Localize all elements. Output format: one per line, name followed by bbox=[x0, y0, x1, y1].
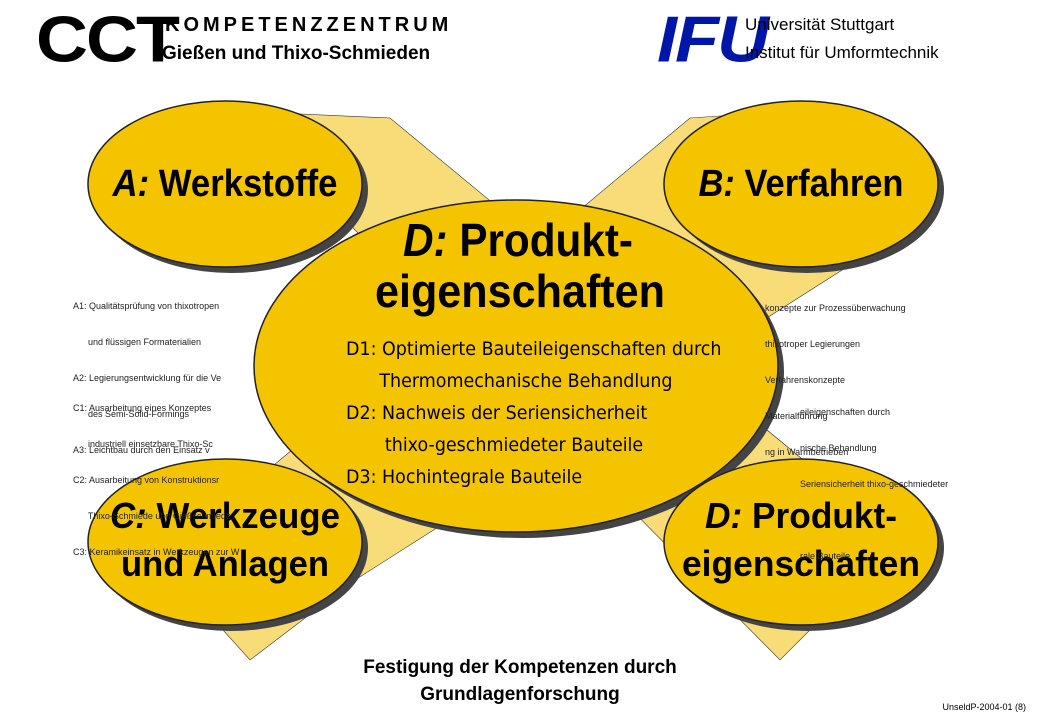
list-item: C3: Keramikeinsatz in Werkzeugen zur W bbox=[73, 547, 240, 557]
list-item: thixotroper Legierungen bbox=[765, 339, 861, 349]
ellipse-c-title-1: C: Werkzeuge bbox=[110, 495, 340, 536]
university-name: Universität Stuttgart bbox=[745, 15, 895, 34]
ellipse-c-title-2: und Anlagen bbox=[121, 543, 329, 584]
list-item: C1: Ausarbeitung eines Konzeptes bbox=[73, 403, 212, 413]
center-detail-3: D2: Nachweis der Seriensicherheit bbox=[346, 402, 648, 424]
center-title-1: D: Produkt- bbox=[403, 214, 633, 266]
list-item: A1: Qualitätsprüfung von thixotropen bbox=[73, 301, 220, 311]
ellipse-a bbox=[87, 100, 363, 268]
ellipse-c bbox=[87, 458, 363, 626]
ifu-logo: IFU bbox=[657, 4, 769, 77]
list-item: industriell einsetzbare Thixo-Sc bbox=[73, 439, 213, 449]
list-item: A3: Leichtbau durch den Einsatz v bbox=[73, 445, 210, 455]
list-item: Seriensicherheit thixo-geschmiedeter bbox=[800, 479, 949, 489]
list-d: eileigenschaften durch nische Behandlung… bbox=[800, 382, 948, 574]
list-item: des Semi-Solid-Formings bbox=[73, 409, 190, 419]
ellipse-d-title-1: D: Produkt- bbox=[705, 495, 897, 536]
ellipse-b-title: B: Verfahren bbox=[699, 163, 904, 205]
list-item: Materialführung bbox=[765, 411, 828, 421]
footer-line-1: Festigung der Kompetenzen durch bbox=[363, 657, 677, 678]
ellipse-d-title-2: eigenschaften bbox=[682, 543, 920, 584]
ellipse-d bbox=[663, 458, 939, 626]
list-b: konzepte zur Prozessüberwachung thixotro… bbox=[765, 278, 906, 470]
center-detail-2: Thermomechanische Behandlung bbox=[346, 370, 673, 392]
ellipse-a-title: A: Werkstoffe bbox=[112, 163, 338, 205]
center-title: KOMPETENZZENTRUM bbox=[165, 14, 453, 36]
list-item: A2: Legierungsentwicklung für die Ve bbox=[73, 373, 222, 383]
list-item: C2: Ausarbeitung von Konstruktionsr bbox=[73, 475, 220, 485]
slide-reference: UnseldP-2004-01 (8) bbox=[942, 702, 1026, 712]
ellipse-b bbox=[663, 100, 939, 268]
ellipse-center bbox=[253, 199, 779, 533]
list-item: rale Bauteile bbox=[800, 551, 851, 561]
cct-logo: CCT bbox=[36, 4, 180, 77]
center-detail-4: thixo-geschmiedeter Bauteile bbox=[346, 434, 644, 456]
center-title-2: eigenschaften bbox=[375, 265, 665, 317]
list-item: Verfahrenskonzepte bbox=[765, 375, 846, 385]
list-item: Thixo-Schmiede und Gießschmiede bbox=[73, 511, 231, 521]
list-a: A1: Qualitätsprüfung von thixotropen und… bbox=[73, 276, 221, 468]
list-item: nische Behandlung bbox=[800, 443, 877, 453]
list-item bbox=[800, 514, 948, 526]
list-item: eileigenschaften durch bbox=[800, 407, 891, 417]
center-detail-1: D1: Optimierte Bauteileigenschaften durc… bbox=[346, 338, 722, 360]
institute-name: Institut für Umformtechnik bbox=[745, 43, 939, 62]
list-item: konzepte zur Prozessüberwachung bbox=[765, 303, 906, 313]
list-item: ng in Warmbetrieben bbox=[765, 447, 849, 457]
list-c: C1: Ausarbeitung eines Konzeptes industr… bbox=[73, 378, 239, 570]
footer-line-2: Grundlagenforschung bbox=[420, 684, 620, 705]
center-subtitle: Gießen und Thixo-Schmieden bbox=[162, 43, 431, 64]
center-detail-5: D3: Hochintegrale Bauteile bbox=[346, 466, 583, 488]
list-item: und flüssigen Formaterialien bbox=[73, 337, 202, 347]
